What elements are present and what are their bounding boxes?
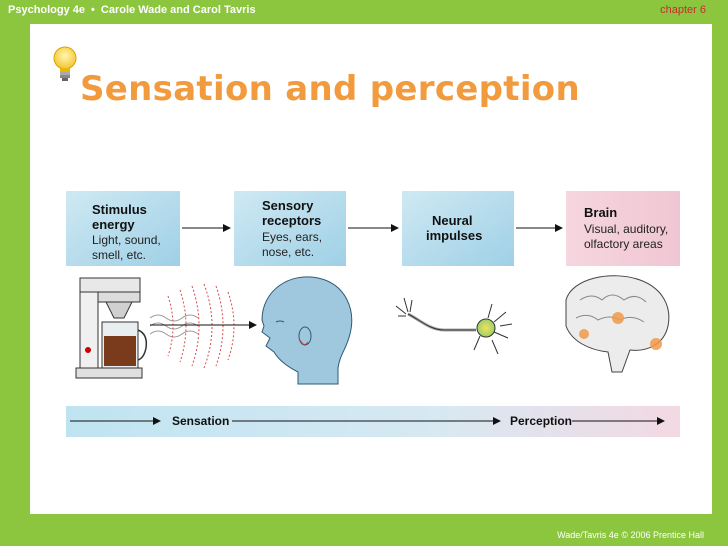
- footer-copyright: Wade/Tavris 4e © 2006 Prentice Hall: [557, 530, 704, 540]
- book-title: Psychology 4e: [8, 4, 86, 16]
- stage-sub-line: Eyes, ears,: [262, 230, 322, 244]
- stage-sub-line: olfactory areas: [584, 237, 663, 251]
- stage-sub-line: Light, sound,: [92, 233, 161, 247]
- stage-sub-line: nose, etc.: [262, 245, 314, 259]
- stage-sub-line: smell, etc.: [92, 248, 146, 262]
- head-illustration: [261, 276, 353, 385]
- stage-title-line: energy: [92, 217, 135, 232]
- authors: Carole Wade and Carol Tavris: [100, 4, 256, 16]
- coffee-maker-illustration: [75, 277, 199, 379]
- neuron-illustration: [395, 297, 513, 355]
- stage-title-line: Brain: [584, 205, 617, 220]
- stage-sub-line: Visual, auditory,: [584, 222, 668, 236]
- sensation-label: Sensation: [172, 414, 229, 428]
- chapter-label: chapter 6: [660, 4, 706, 16]
- bullet-separator: •: [91, 4, 95, 16]
- stage-title-line: receptors: [262, 213, 321, 228]
- slide-title: Sensation and perception: [80, 69, 580, 109]
- stage-box-stimulus: Stimulus energy Light, sound, smell, etc…: [66, 191, 180, 266]
- perception-label: Perception: [510, 414, 572, 428]
- stimulus-waves-illustration: [167, 283, 235, 369]
- stage-box-neural: Neural impulses: [402, 191, 514, 266]
- stage-title-line: Sensory: [262, 198, 314, 213]
- stage-title-line: impulses: [426, 228, 482, 243]
- sensation-perception-bar: Sensation Perception: [66, 406, 680, 437]
- stage-title-line: Neural: [432, 213, 472, 228]
- brain-illustration: [565, 275, 670, 373]
- stage-box-brain: Brain Visual, auditory, olfactory areas: [566, 191, 680, 266]
- lightbulb-icon: [53, 46, 77, 81]
- stage-title-line: Stimulus: [92, 202, 147, 217]
- header-credit: Psychology 4e • Carole Wade and Carol Tavr…: [8, 4, 256, 16]
- stage-box-receptors: Sensory receptors Eyes, ears, nose, etc.: [234, 191, 346, 266]
